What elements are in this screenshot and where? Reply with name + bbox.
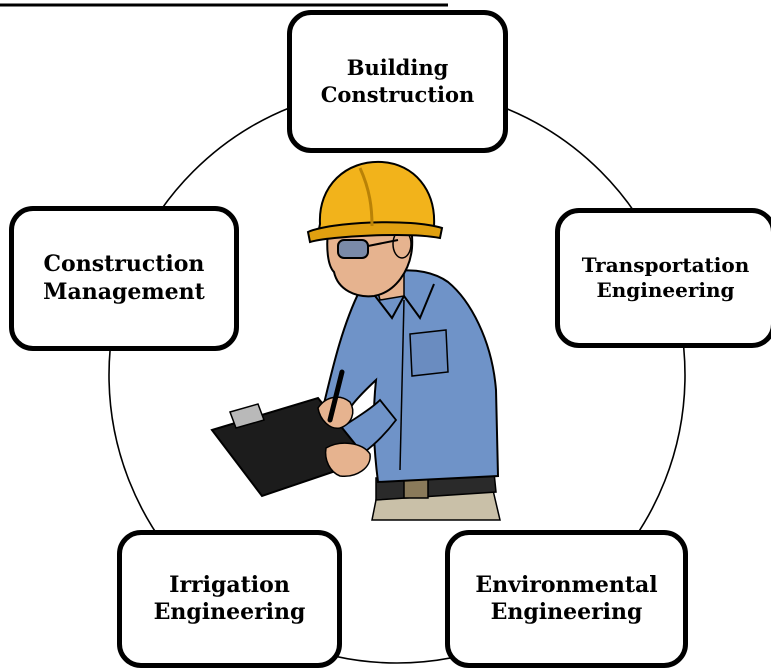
hard-hat-ridge	[358, 167, 374, 227]
shirt-placket	[399, 299, 405, 471]
hard-hat-brim	[306, 221, 444, 244]
node-irrigation-engineering: Irrigation Engineering	[117, 530, 342, 668]
engineer-hand-holding	[324, 442, 371, 477]
node-label-irrigation-engineering: Irrigation Engineering	[153, 571, 306, 626]
node-environmental-engineering: Environmental Engineering	[445, 530, 688, 668]
node-building-construction: Building Construction	[287, 10, 508, 153]
node-transportation-engineering: Transportation Engineering	[555, 208, 771, 348]
hard-hat	[316, 160, 436, 236]
engineer-glasses	[337, 239, 369, 259]
engineer-with-hard-hat-and-clipboard-icon	[210, 160, 501, 521]
node-construction-management: Construction Management	[9, 206, 239, 351]
node-label-building-construction: Building Construction	[320, 55, 475, 107]
pen	[327, 369, 345, 423]
shirt-pocket	[409, 329, 449, 377]
node-label-construction-management: Construction Management	[43, 251, 205, 305]
clipboard-clip	[229, 403, 265, 429]
node-label-transportation-engineering: Transportation Engineering	[581, 253, 750, 302]
node-label-environmental-engineering: Environmental Engineering	[475, 571, 658, 626]
glasses-arm	[367, 239, 399, 247]
